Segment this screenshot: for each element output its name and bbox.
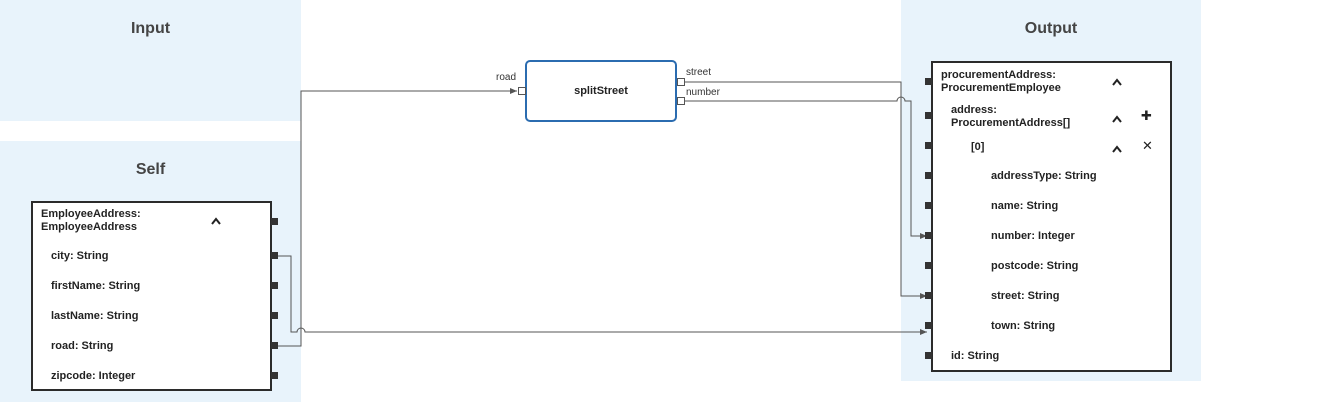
chevron-up-icon[interactable] [211, 215, 221, 227]
port-firstname[interactable] [271, 282, 278, 289]
splitstreet-output-number-port[interactable] [677, 97, 685, 105]
employee-address-header-line1: EmployeeAddress: [41, 208, 141, 220]
field-zipcode: zipcode: Integer [51, 370, 136, 382]
port-road[interactable] [271, 342, 278, 349]
field-city: city: String [51, 250, 109, 262]
employee-address-node: EmployeeAddress: EmployeeAddress city: S… [31, 201, 272, 391]
port-postcode[interactable] [925, 262, 932, 269]
field-street: street: String [991, 290, 1060, 302]
address-header-line2: ProcurementAddress[] [951, 117, 1071, 129]
field-name: name: String [991, 200, 1059, 212]
add-icon[interactable]: ✚ [1141, 108, 1152, 123]
splitstreet-function-node[interactable]: splitStreet [525, 60, 677, 122]
chevron-up-icon[interactable] [1112, 76, 1122, 88]
port-address[interactable] [925, 112, 932, 119]
remove-icon[interactable]: ✕ [1142, 138, 1153, 153]
port-addresstype[interactable] [925, 172, 932, 179]
employee-address-header-line2: EmployeeAddress [41, 221, 137, 233]
port-street[interactable] [925, 292, 932, 299]
field-firstname: firstName: String [51, 280, 141, 292]
port-city[interactable] [271, 252, 278, 259]
chevron-up-icon[interactable] [1112, 143, 1122, 155]
wire-number-to-number[interactable] [681, 96, 927, 239]
field-addresstype: addressType: String [991, 170, 1097, 182]
port-index-0[interactable] [925, 142, 932, 149]
procurement-address-node: procurementAddress: ProcurementEmployee … [931, 61, 1172, 372]
splitstreet-input-label: road [496, 72, 517, 83]
self-panel-title: Self [135, 161, 166, 178]
field-road: road: String [51, 340, 114, 352]
output-panel-title: Output [1024, 20, 1078, 37]
splitstreet-output-number-label: number [686, 87, 720, 98]
field-town: town: String [991, 320, 1056, 332]
port-lastname[interactable] [271, 312, 278, 319]
field-number: number: Integer [991, 230, 1075, 242]
port-procurement-address[interactable] [925, 78, 932, 85]
input-panel: Input [0, 0, 301, 121]
port-employee-address[interactable] [271, 218, 278, 225]
splitstreet-output-street-label: street [686, 67, 712, 78]
procurement-address-header-line1: procurementAddress: [941, 69, 1056, 81]
wire-street-to-street[interactable] [681, 81, 927, 299]
wire-road-to-splitstreet[interactable] [275, 88, 517, 347]
procurement-address-header-line2: ProcurementEmployee [941, 82, 1061, 94]
splitstreet-title: splitStreet [574, 85, 628, 97]
splitstreet-output-street-port[interactable] [677, 78, 685, 86]
wire-city-to-town[interactable] [275, 255, 927, 335]
port-id[interactable] [925, 352, 932, 359]
index-label: [0] [971, 141, 985, 153]
address-header-line1: address: [951, 104, 997, 116]
port-zipcode[interactable] [271, 372, 278, 379]
field-postcode: postcode: String [991, 260, 1079, 272]
port-name[interactable] [925, 202, 932, 209]
port-town[interactable] [925, 322, 932, 329]
chevron-up-icon[interactable] [1112, 113, 1122, 125]
splitstreet-input-port[interactable] [518, 87, 526, 95]
port-number[interactable] [925, 232, 932, 239]
input-panel-title: Input [130, 20, 171, 37]
field-id: id: String [951, 350, 1000, 362]
field-lastname: lastName: String [51, 310, 139, 322]
